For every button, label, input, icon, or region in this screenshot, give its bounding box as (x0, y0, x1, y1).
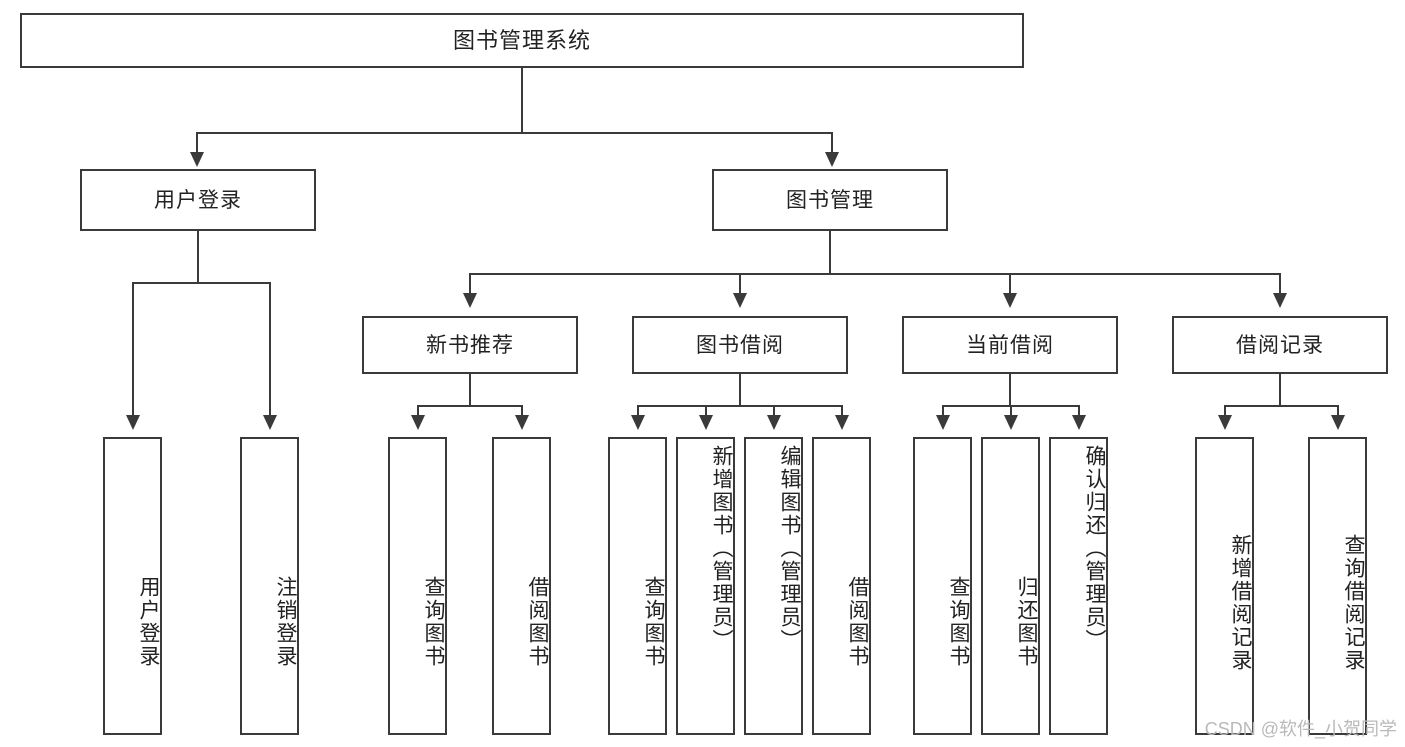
connector-cb-drop-3 (1078, 405, 1080, 417)
connector-new-book-stem (469, 374, 471, 405)
arrowhead-cb-2 (1004, 415, 1018, 430)
leaf-borrow-book[interactable]: 借阅图书 (812, 437, 871, 735)
connector-bb-drop-4 (841, 405, 843, 417)
arrowhead-nb-2 (515, 415, 529, 430)
arrowhead-bb-1 (631, 415, 645, 430)
connector-book-borrow-bus (637, 405, 842, 407)
node-new-book-recommend[interactable]: 新书推荐 (362, 316, 578, 374)
connector-user-login-stem (197, 231, 199, 282)
connector-root-bus (196, 132, 832, 134)
connector-book-borrow-stem (739, 374, 741, 405)
connector-borrow-record-bus (1224, 405, 1337, 407)
connector-user-login-drop-1 (132, 282, 134, 417)
arrowhead-nb-1 (411, 415, 425, 430)
arrowhead-to-book-management (825, 152, 839, 167)
connector-br-drop-1 (1224, 405, 1226, 417)
leaf-borrow-book-recommend[interactable]: 借阅图书 (492, 437, 551, 735)
connector-book-management-stem (829, 231, 831, 273)
node-user-login[interactable]: 用户登录 (80, 169, 316, 231)
connector-borrow-record-stem (1279, 374, 1281, 405)
connector-level3-drop-1 (469, 273, 471, 295)
connector-user-login-drop-2 (269, 282, 271, 417)
connector-user-login-bus (132, 282, 270, 284)
leaf-query-book-recommend[interactable]: 查询图书 (388, 437, 447, 735)
connector-bb-drop-3 (773, 405, 775, 417)
connector-cb-drop-2 (1010, 405, 1012, 417)
arrowhead-br-1 (1218, 415, 1232, 430)
leaf-edit-book-admin[interactable]: 编辑图书（管理员） (744, 437, 803, 735)
leaf-confirm-return-admin[interactable]: 确认归还（管理员） (1049, 437, 1108, 735)
arrowhead-br-2 (1331, 415, 1345, 430)
connector-level3-drop-2 (739, 273, 741, 295)
arrowhead-to-new-book-recommend (463, 293, 477, 308)
connector-root-stem (521, 68, 523, 132)
connector-root-drop-1 (196, 132, 198, 154)
connector-current-borrow-stem (1009, 374, 1011, 405)
leaf-add-borrow-record[interactable]: 新增借阅记录 (1195, 437, 1254, 735)
node-borrow-record[interactable]: 借阅记录 (1172, 316, 1388, 374)
arrowhead-to-borrow-record (1273, 293, 1287, 308)
arrowhead-to-current-borrow (1003, 293, 1017, 308)
connector-new-book-bus (417, 405, 522, 407)
arrowhead-to-user-login-leaf (126, 415, 140, 430)
arrowhead-bb-3 (767, 415, 781, 430)
connector-cb-drop-1 (942, 405, 944, 417)
arrowhead-cb-3 (1072, 415, 1086, 430)
connector-bb-drop-1 (637, 405, 639, 417)
arrowhead-to-logout-leaf (263, 415, 277, 430)
connector-root-drop-2 (831, 132, 833, 154)
leaf-return-book[interactable]: 归还图书 (981, 437, 1040, 735)
arrowhead-bb-4 (835, 415, 849, 430)
connector-new-book-drop-2 (521, 405, 523, 417)
leaf-logout[interactable]: 注销登录 (240, 437, 299, 735)
leaf-query-book-current[interactable]: 查询图书 (913, 437, 972, 735)
arrowhead-bb-2 (699, 415, 713, 430)
arrowhead-cb-1 (936, 415, 950, 430)
connector-level3-bus (469, 273, 1281, 275)
node-book-borrow[interactable]: 图书借阅 (632, 316, 848, 374)
arrowhead-to-book-borrow (733, 293, 747, 308)
connector-level3-drop-3 (1009, 273, 1011, 295)
connector-level3-drop-4 (1279, 273, 1281, 295)
leaf-add-book-admin[interactable]: 新增图书（管理员） (676, 437, 735, 735)
node-root-book-management-system[interactable]: 图书管理系统 (20, 13, 1024, 68)
connector-new-book-drop-1 (417, 405, 419, 417)
connector-br-drop-2 (1337, 405, 1339, 417)
node-current-borrow[interactable]: 当前借阅 (902, 316, 1118, 374)
arrowhead-to-user-login (190, 152, 204, 167)
leaf-query-book-borrow[interactable]: 查询图书 (608, 437, 667, 735)
leaf-query-borrow-record[interactable]: 查询借阅记录 (1308, 437, 1367, 735)
connector-bb-drop-2 (705, 405, 707, 417)
node-book-management[interactable]: 图书管理 (712, 169, 948, 231)
leaf-user-login[interactable]: 用户登录 (103, 437, 162, 735)
